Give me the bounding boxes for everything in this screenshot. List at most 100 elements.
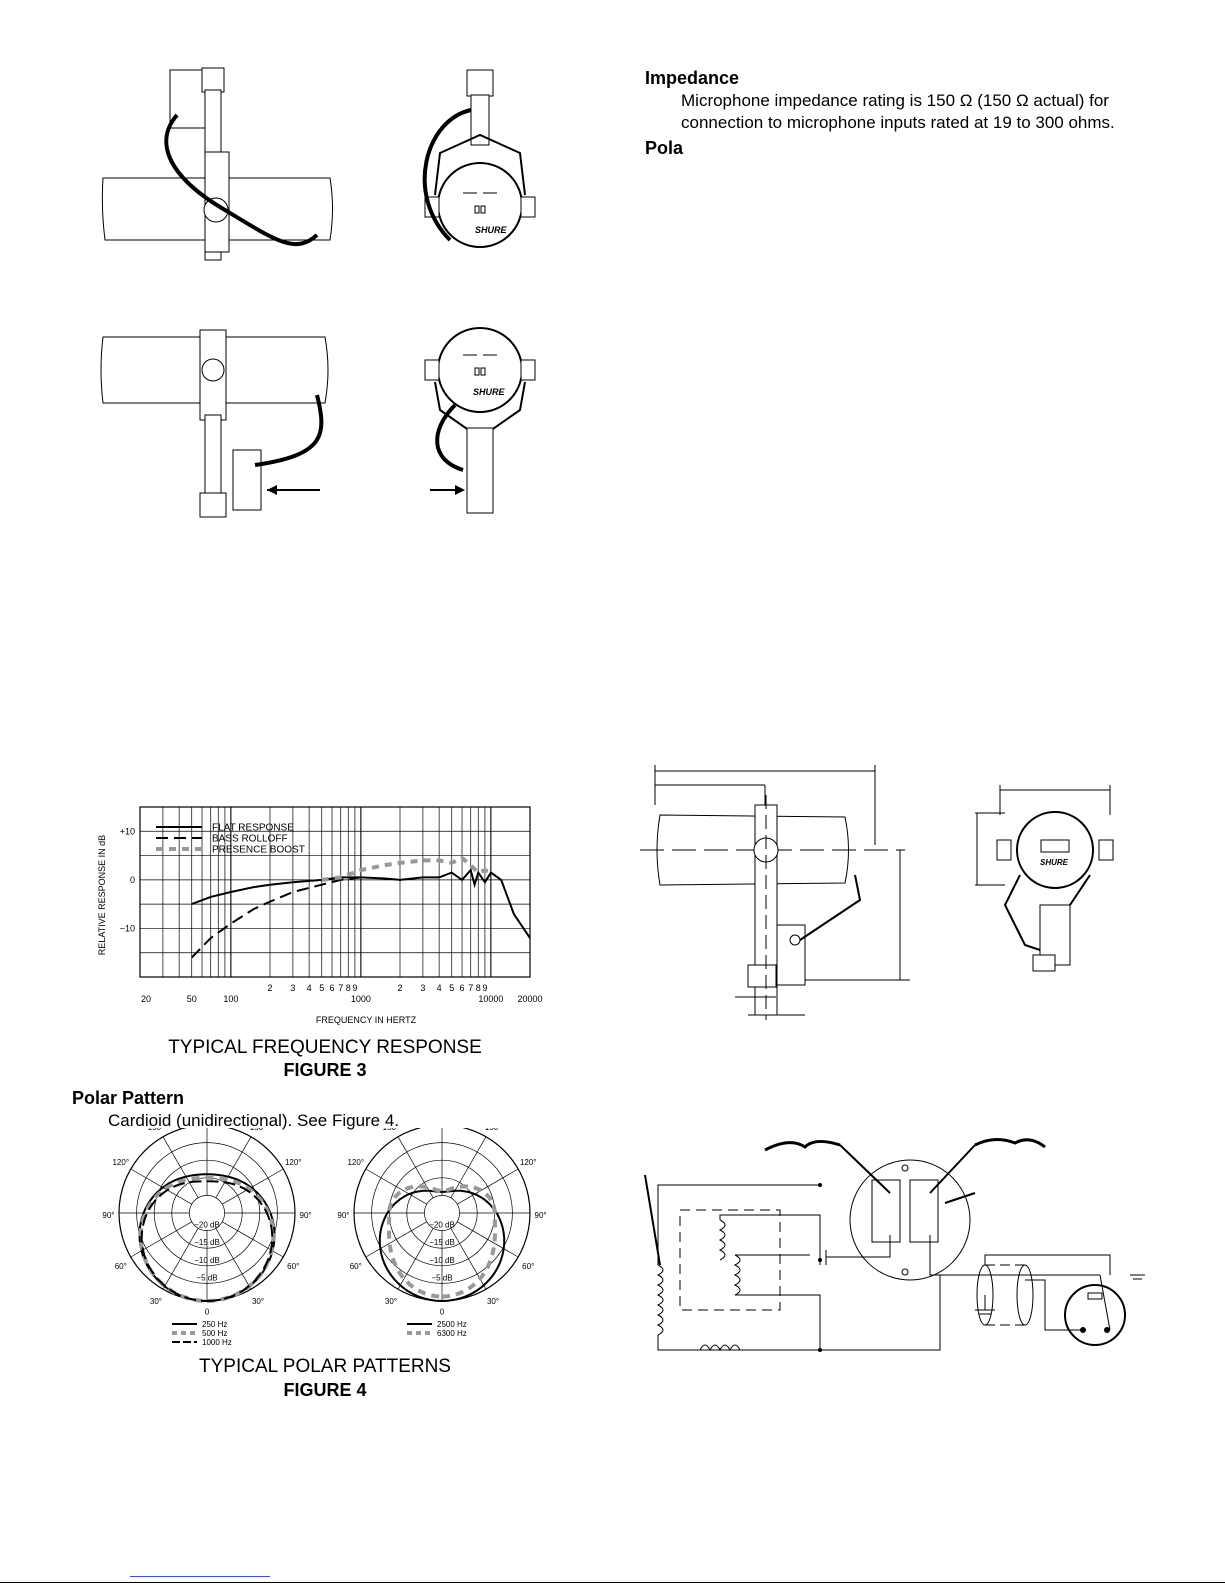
polar-legend-label: 500 Hz [202,1329,227,1338]
polar-angle-label: 30° [252,1297,264,1306]
polar-series-1 [378,1189,506,1303]
frequency-x-tick: 9 [482,983,487,993]
frequency-x-tick: 2 [397,983,402,993]
frequency-x-tick: 3 [290,983,295,993]
frequency-series-1 [191,868,531,939]
frequency-x-tick: 50 [187,994,197,1004]
polar-spoke [222,1168,284,1205]
polar-spoke [162,1228,199,1290]
frequency-x-tick: 6 [460,983,465,993]
figure3-caption: TYPICAL FREQUENCY RESPONSE [168,1037,482,1058]
frequency-x-tick: 1000 [351,994,371,1004]
brand-logo-3: SHURE [1040,858,1069,867]
polar-spoke [457,1221,519,1258]
figure3-label: FIGURE 3 [283,1060,367,1080]
frequency-x-tick: 10000 [478,994,503,1004]
polar-angle-label: 90° [300,1211,312,1220]
polar-spoke [365,1221,427,1258]
polar-ring-label: −5 dB [431,1273,452,1282]
frequency-x-tick: 9 [352,983,357,993]
frequency-x-tick: 5 [449,983,454,993]
polar-angle-label: 90° [102,1211,114,1220]
frequency-y-tick: +10 [120,826,135,836]
frequency-x-tick: 6 [330,983,335,993]
frequency-y-tick: 0 [130,875,135,885]
polar-legend-label: 6300 Hz [437,1329,467,1338]
frequency-y-axis-label: RELATIVE RESPONSE IN dB [97,835,107,955]
frequency-y-tick: −10 [120,923,135,933]
polar-angle-label: 150° [148,1128,165,1132]
polar-angle-label: 90° [535,1211,547,1220]
polar-legend-label: 1000 Hz [202,1338,232,1347]
polar-spoke [397,1228,434,1290]
figure4-caption: TYPICAL POLAR PATTERNS [199,1356,451,1377]
frequency-x-tick: 4 [437,983,442,993]
polar-angle-label: 30° [487,1297,499,1306]
legend-label-2: BASS ROLLOFF [212,834,288,845]
polar-spoke [215,1228,252,1290]
polar-spoke [450,1136,487,1198]
frequency-x-tick: 3 [420,983,425,993]
polar-angle-label: 150° [250,1128,267,1132]
frequency-plot-frame [139,806,531,978]
polar-pattern-chart-high: 180°150°150°120°120°90°90°60°60°30°30°0−… [337,1128,547,1338]
polar-angle-label: 60° [522,1262,534,1271]
legend-label-3: PRESENCE BOOST [212,845,305,856]
figure4-label: FIGURE 4 [283,1380,367,1400]
polar-angle-label: 120° [112,1158,129,1167]
polar-angle-label: 120° [520,1158,537,1167]
polar-angle-label: 0 [205,1308,210,1317]
polar-ring-label: −20 dB [429,1221,455,1230]
frequency-series-3 [321,855,492,882]
polar-angle-label: 150° [383,1128,400,1132]
polar-pattern-heading: Polar Pattern [72,1088,185,1108]
frequency-x-tick: 7 [338,983,343,993]
dimension-drawing-front: SHURE [975,785,1114,972]
polar-angle-label: 30° [150,1297,162,1306]
impedance-heading: Impedance [645,68,740,88]
polar-ring-label: −10 dB [429,1256,455,1265]
wiring-schematic [644,1138,1145,1352]
polar-angle-label: 150° [485,1128,502,1132]
frequency-x-tick: 4 [307,983,312,993]
mic-front-view-illustration-1: SHURE [422,69,536,248]
polar-angle-label: 60° [350,1262,362,1271]
frequency-series-2 [190,876,362,959]
polar-ring-label: −10 dB [194,1256,220,1265]
mic-side-view-illustration-2 [100,329,329,518]
polar-heading-partial: Pola [645,138,684,158]
polar-spoke [397,1136,434,1198]
polar-spoke [130,1168,192,1205]
polar-ring-label: −15 dB [429,1238,455,1247]
polar-angle-label: 0 [440,1308,445,1317]
mic-side-view-illustration-1 [101,67,333,261]
frequency-x-tick: 5 [319,983,324,993]
polar-angle-label: 120° [285,1158,302,1167]
polar-pattern-chart-low: 180°150°150°120°120°90°90°60°60°30°30°0−… [102,1128,312,1347]
frequency-x-axis-label: FREQUENCY IN HERTZ [316,1015,417,1025]
dimension-drawing-side [640,765,910,1020]
polar-angle-label: 90° [337,1211,349,1220]
frequency-x-tick: 20 [141,994,151,1004]
brand-logo-1: SHURE [475,225,508,235]
polar-spoke [365,1168,427,1205]
polar-ring-label: −20 dB [194,1221,220,1230]
impedance-text: Microphone impedance rating is 150 Ω (15… [681,91,1115,132]
brand-logo-2: SHURE [473,387,506,397]
polar-legend-label: 2500 Hz [437,1320,467,1329]
frequency-x-tick: 100 [223,994,238,1004]
mic-front-view-illustration-2: SHURE [424,327,536,514]
bottom-rule [0,1582,1225,1583]
frequency-x-tick: 2 [267,983,272,993]
polar-spoke [162,1136,199,1198]
frequency-x-tick: 7 [468,983,473,993]
polar-series-3 [140,1180,274,1303]
polar-legend-label: 250 Hz [202,1320,227,1329]
footer-link-underline [130,1576,270,1577]
polar-spoke [215,1136,252,1198]
polar-ring-label: −15 dB [194,1238,220,1247]
polar-angle-label: 120° [347,1158,364,1167]
